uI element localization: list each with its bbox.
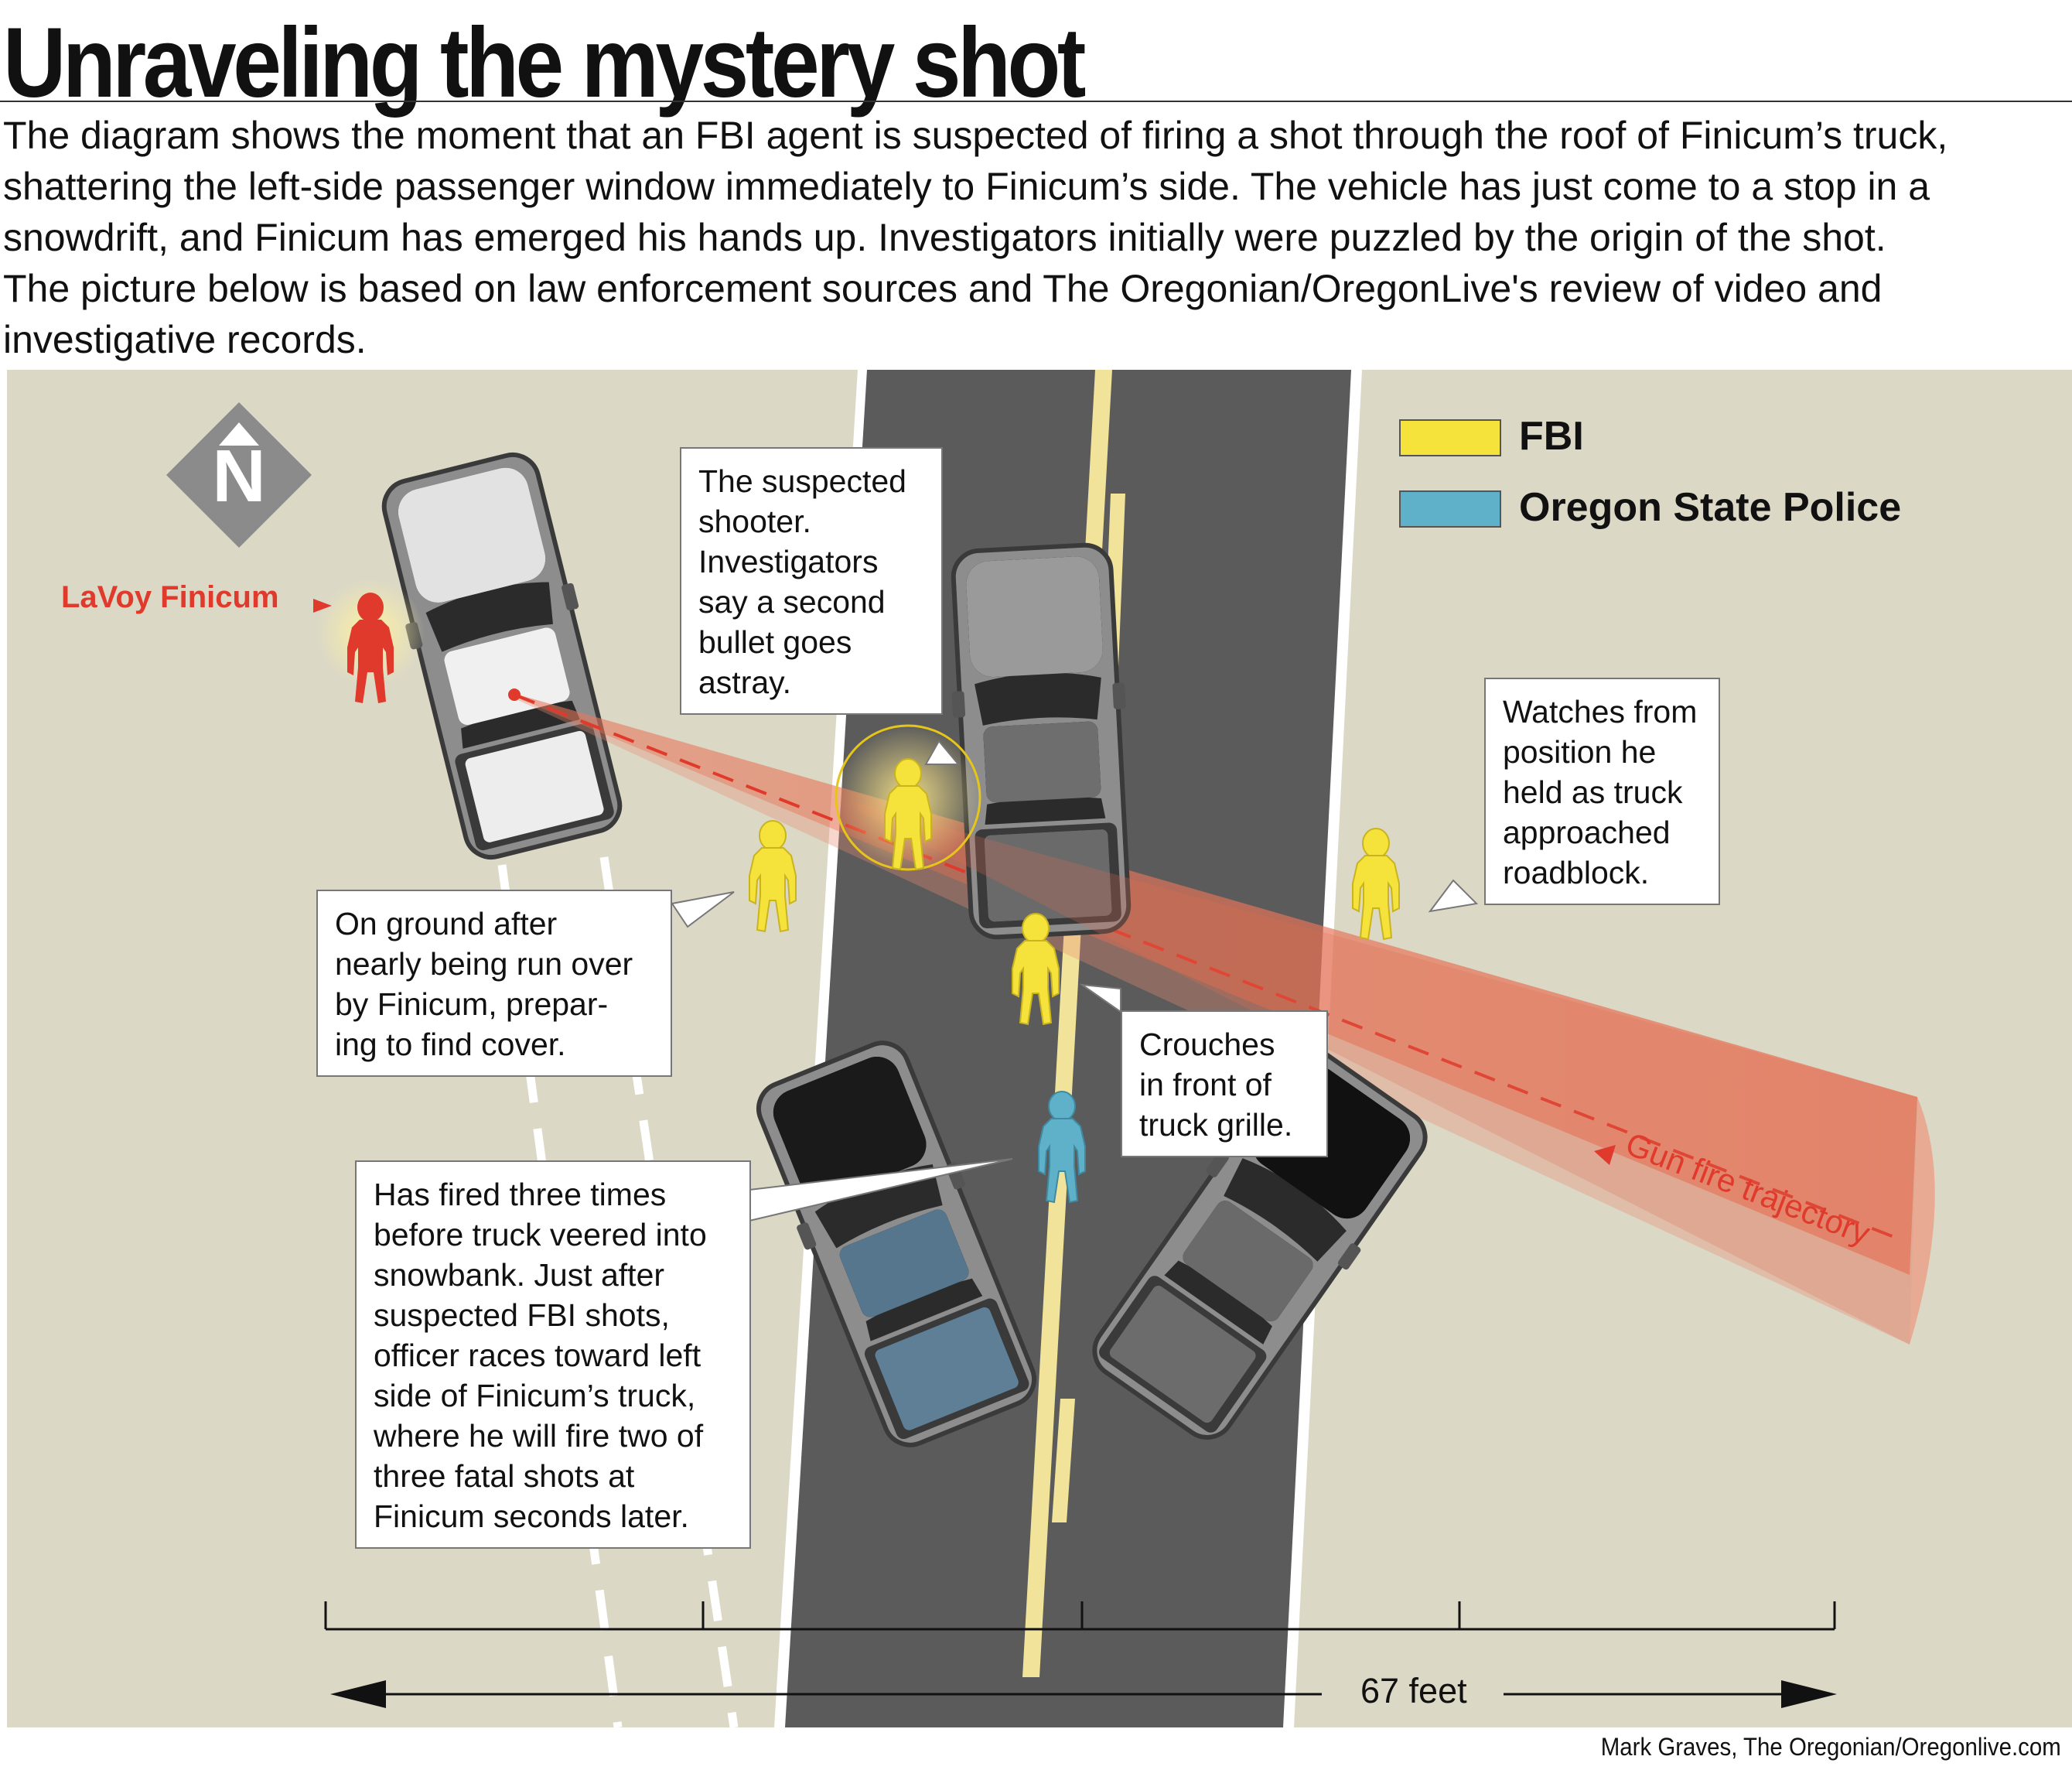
scale-left-arrow-icon bbox=[330, 1680, 386, 1708]
callout-pointer bbox=[671, 891, 735, 928]
callout-line: Crouches bbox=[1139, 1027, 1275, 1062]
callout-watches: Watches from position he held as truck a… bbox=[1484, 678, 1720, 905]
callout-line: suspected FBI shots, bbox=[374, 1297, 670, 1333]
callout-pointer bbox=[1079, 983, 1121, 1013]
callout-line: before truck veered into bbox=[374, 1217, 707, 1252]
intro-line: investigative records. bbox=[3, 318, 367, 361]
intro-line: The picture below is based on law enforc… bbox=[3, 267, 1883, 310]
callout-line: say a second bbox=[698, 584, 886, 620]
callout-line: nearly being run over bbox=[335, 946, 633, 982]
intro-line: shattering the left-side passenger windo… bbox=[3, 165, 1930, 208]
scale-ruler bbox=[324, 1601, 1836, 1696]
callout-line: approached bbox=[1503, 815, 1671, 850]
finicum-label: LaVoy Finicum bbox=[61, 580, 279, 614]
callout-pointer bbox=[924, 740, 961, 765]
callout-line: snowbank. Just after bbox=[374, 1257, 665, 1293]
scale-right-arrow-icon bbox=[1781, 1680, 1837, 1708]
callout-line: Finicum seconds later. bbox=[374, 1498, 689, 1534]
callout-ground: On ground after nearly being run over by… bbox=[316, 890, 672, 1077]
credit-line: Mark Graves, The Oregonian/Oregonlive.co… bbox=[1600, 1733, 2061, 1761]
callout-line: The suspected bbox=[698, 463, 906, 499]
headline: Unraveling the mystery shot bbox=[3, 8, 1086, 118]
callout-line: in front of bbox=[1139, 1067, 1272, 1102]
fbi-truck bbox=[944, 543, 1138, 938]
callout-line: astray. bbox=[698, 665, 791, 700]
callout-pointer bbox=[1428, 879, 1479, 913]
pointer-arrow-icon bbox=[313, 599, 332, 613]
callout-line: bullet goes bbox=[698, 624, 852, 660]
svg-text:N: N bbox=[212, 435, 265, 518]
callout-line: Investigators bbox=[698, 544, 879, 579]
trajectory-arrow-icon bbox=[1594, 1145, 1616, 1165]
legend-label-fbi: FBI bbox=[1519, 414, 1584, 459]
callout-shooter: The suspected shooter. Investigators say… bbox=[680, 447, 943, 715]
callout-line: officer races toward left bbox=[374, 1338, 701, 1373]
scene-diagram: N bbox=[7, 370, 2072, 1727]
legend-swatch-osp bbox=[1399, 490, 1501, 528]
compass-icon: N bbox=[166, 402, 312, 548]
scale-label: 67 feet bbox=[1360, 1671, 1467, 1710]
callout-line: where he will fire two of bbox=[374, 1418, 704, 1454]
callout-line: On ground after bbox=[335, 906, 558, 941]
callout-fired: Has fired three times before truck veere… bbox=[355, 1160, 751, 1549]
callout-crouches: Crouches in front of truck grille. bbox=[1121, 1010, 1328, 1157]
callout-line: ing to find cover. bbox=[335, 1027, 566, 1062]
callout-line: side of Finicum’s truck, bbox=[374, 1378, 696, 1413]
callout-line: three fatal shots at bbox=[374, 1458, 635, 1494]
intro-text: The diagram shows the moment that an FBI… bbox=[3, 110, 2068, 365]
callout-line: by Finicum, prepar- bbox=[335, 986, 609, 1022]
legend-label-osp: Oregon State Police bbox=[1519, 485, 1902, 530]
callout-line: held as truck bbox=[1503, 774, 1683, 810]
intro-line: snowdrift, and Finicum has emerged his h… bbox=[3, 216, 1886, 259]
callout-line: roadblock. bbox=[1503, 855, 1650, 890]
callout-line: shooter. bbox=[698, 504, 811, 539]
legend-swatch-fbi bbox=[1399, 419, 1501, 456]
callout-line: position he bbox=[1503, 734, 1657, 770]
callout-line: Has fired three times bbox=[374, 1177, 667, 1212]
headline-rule bbox=[0, 101, 2072, 102]
intro-line: The diagram shows the moment that an FBI… bbox=[3, 114, 1948, 157]
police-truck bbox=[744, 1032, 1050, 1456]
finicum-truck bbox=[371, 447, 633, 864]
callout-line: truck grille. bbox=[1139, 1107, 1293, 1143]
callout-line: Watches from bbox=[1503, 694, 1698, 730]
